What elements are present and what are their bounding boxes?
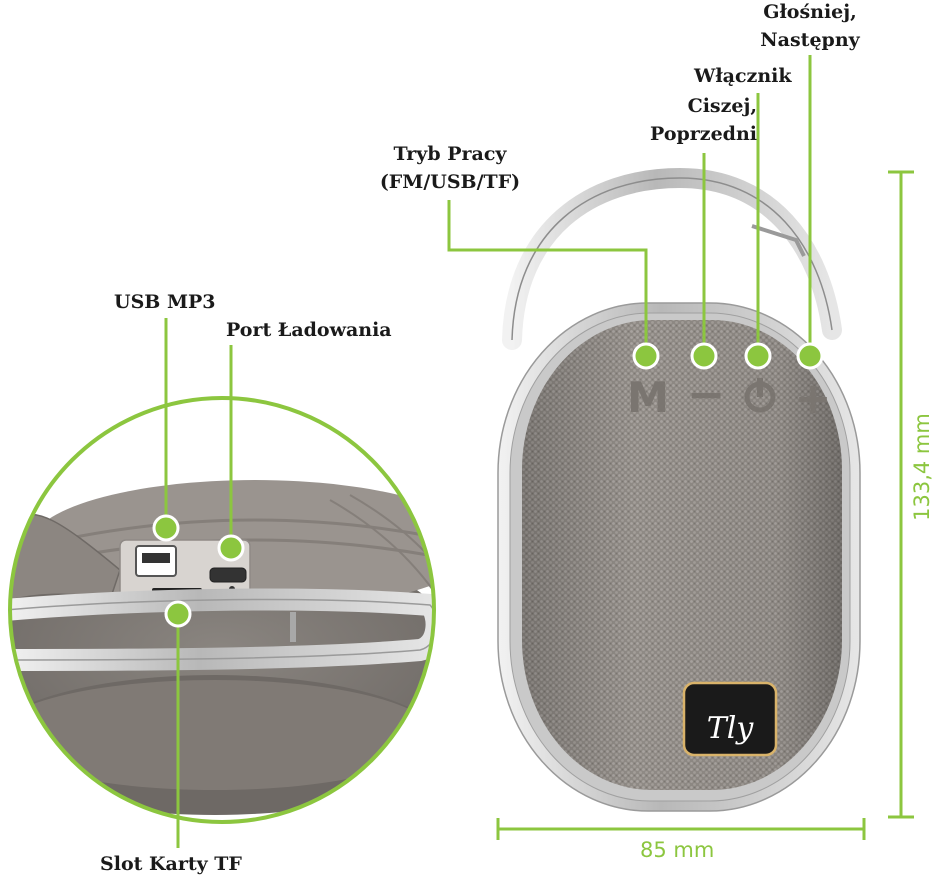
volume-up-button[interactable]: + (795, 373, 832, 424)
label-usb: USB MP3 (114, 291, 216, 313)
volume-down-button[interactable]: − (687, 367, 726, 421)
charging-port (209, 567, 247, 583)
dot-usb (152, 514, 180, 542)
port-closeup (8, 396, 436, 824)
dot-louder (796, 342, 824, 370)
dot-mode (632, 342, 660, 370)
callout-line-mode (447, 200, 648, 356)
dimension-height: 133,4 mm (910, 413, 934, 521)
label-mode-line1: Tryb Pracy (393, 143, 507, 165)
dot-power (744, 342, 772, 370)
mode-button[interactable]: M (627, 373, 669, 422)
speaker-main: M − + Tly (497, 167, 861, 812)
label-quieter-line2: Poprzedni (650, 123, 757, 145)
label-louder-line2: Następny (760, 29, 860, 51)
callout-lines (164, 55, 914, 848)
brand-badge: Tly (682, 681, 778, 757)
dot-tf (164, 600, 192, 628)
brand-logo: Tly (707, 711, 755, 746)
label-louder-line1: Głośniej, (763, 1, 857, 23)
callout-dots (152, 342, 824, 628)
height-dimension-line (888, 170, 914, 819)
dimension-width: 85 mm (640, 838, 715, 862)
label-tf-slot: Slot Karty TF (100, 853, 242, 875)
dot-charging (217, 534, 245, 562)
width-dimension-line (496, 818, 866, 840)
label-louder-next: Głośniej, Następny (745, 0, 875, 54)
label-power: Włącznik (694, 65, 792, 87)
power-button[interactable] (744, 378, 776, 413)
label-mode-line2: (FM/USB/TF) (379, 171, 521, 193)
label-quieter-line1: Ciszej, (687, 95, 757, 117)
dot-quieter (690, 342, 718, 370)
label-charging-port: Port Ładowania (226, 319, 392, 341)
label-mode: Tryb Pracy (FM/USB/TF) (360, 140, 540, 196)
label-quieter-prev: Ciszej, Poprzedni (615, 92, 757, 148)
